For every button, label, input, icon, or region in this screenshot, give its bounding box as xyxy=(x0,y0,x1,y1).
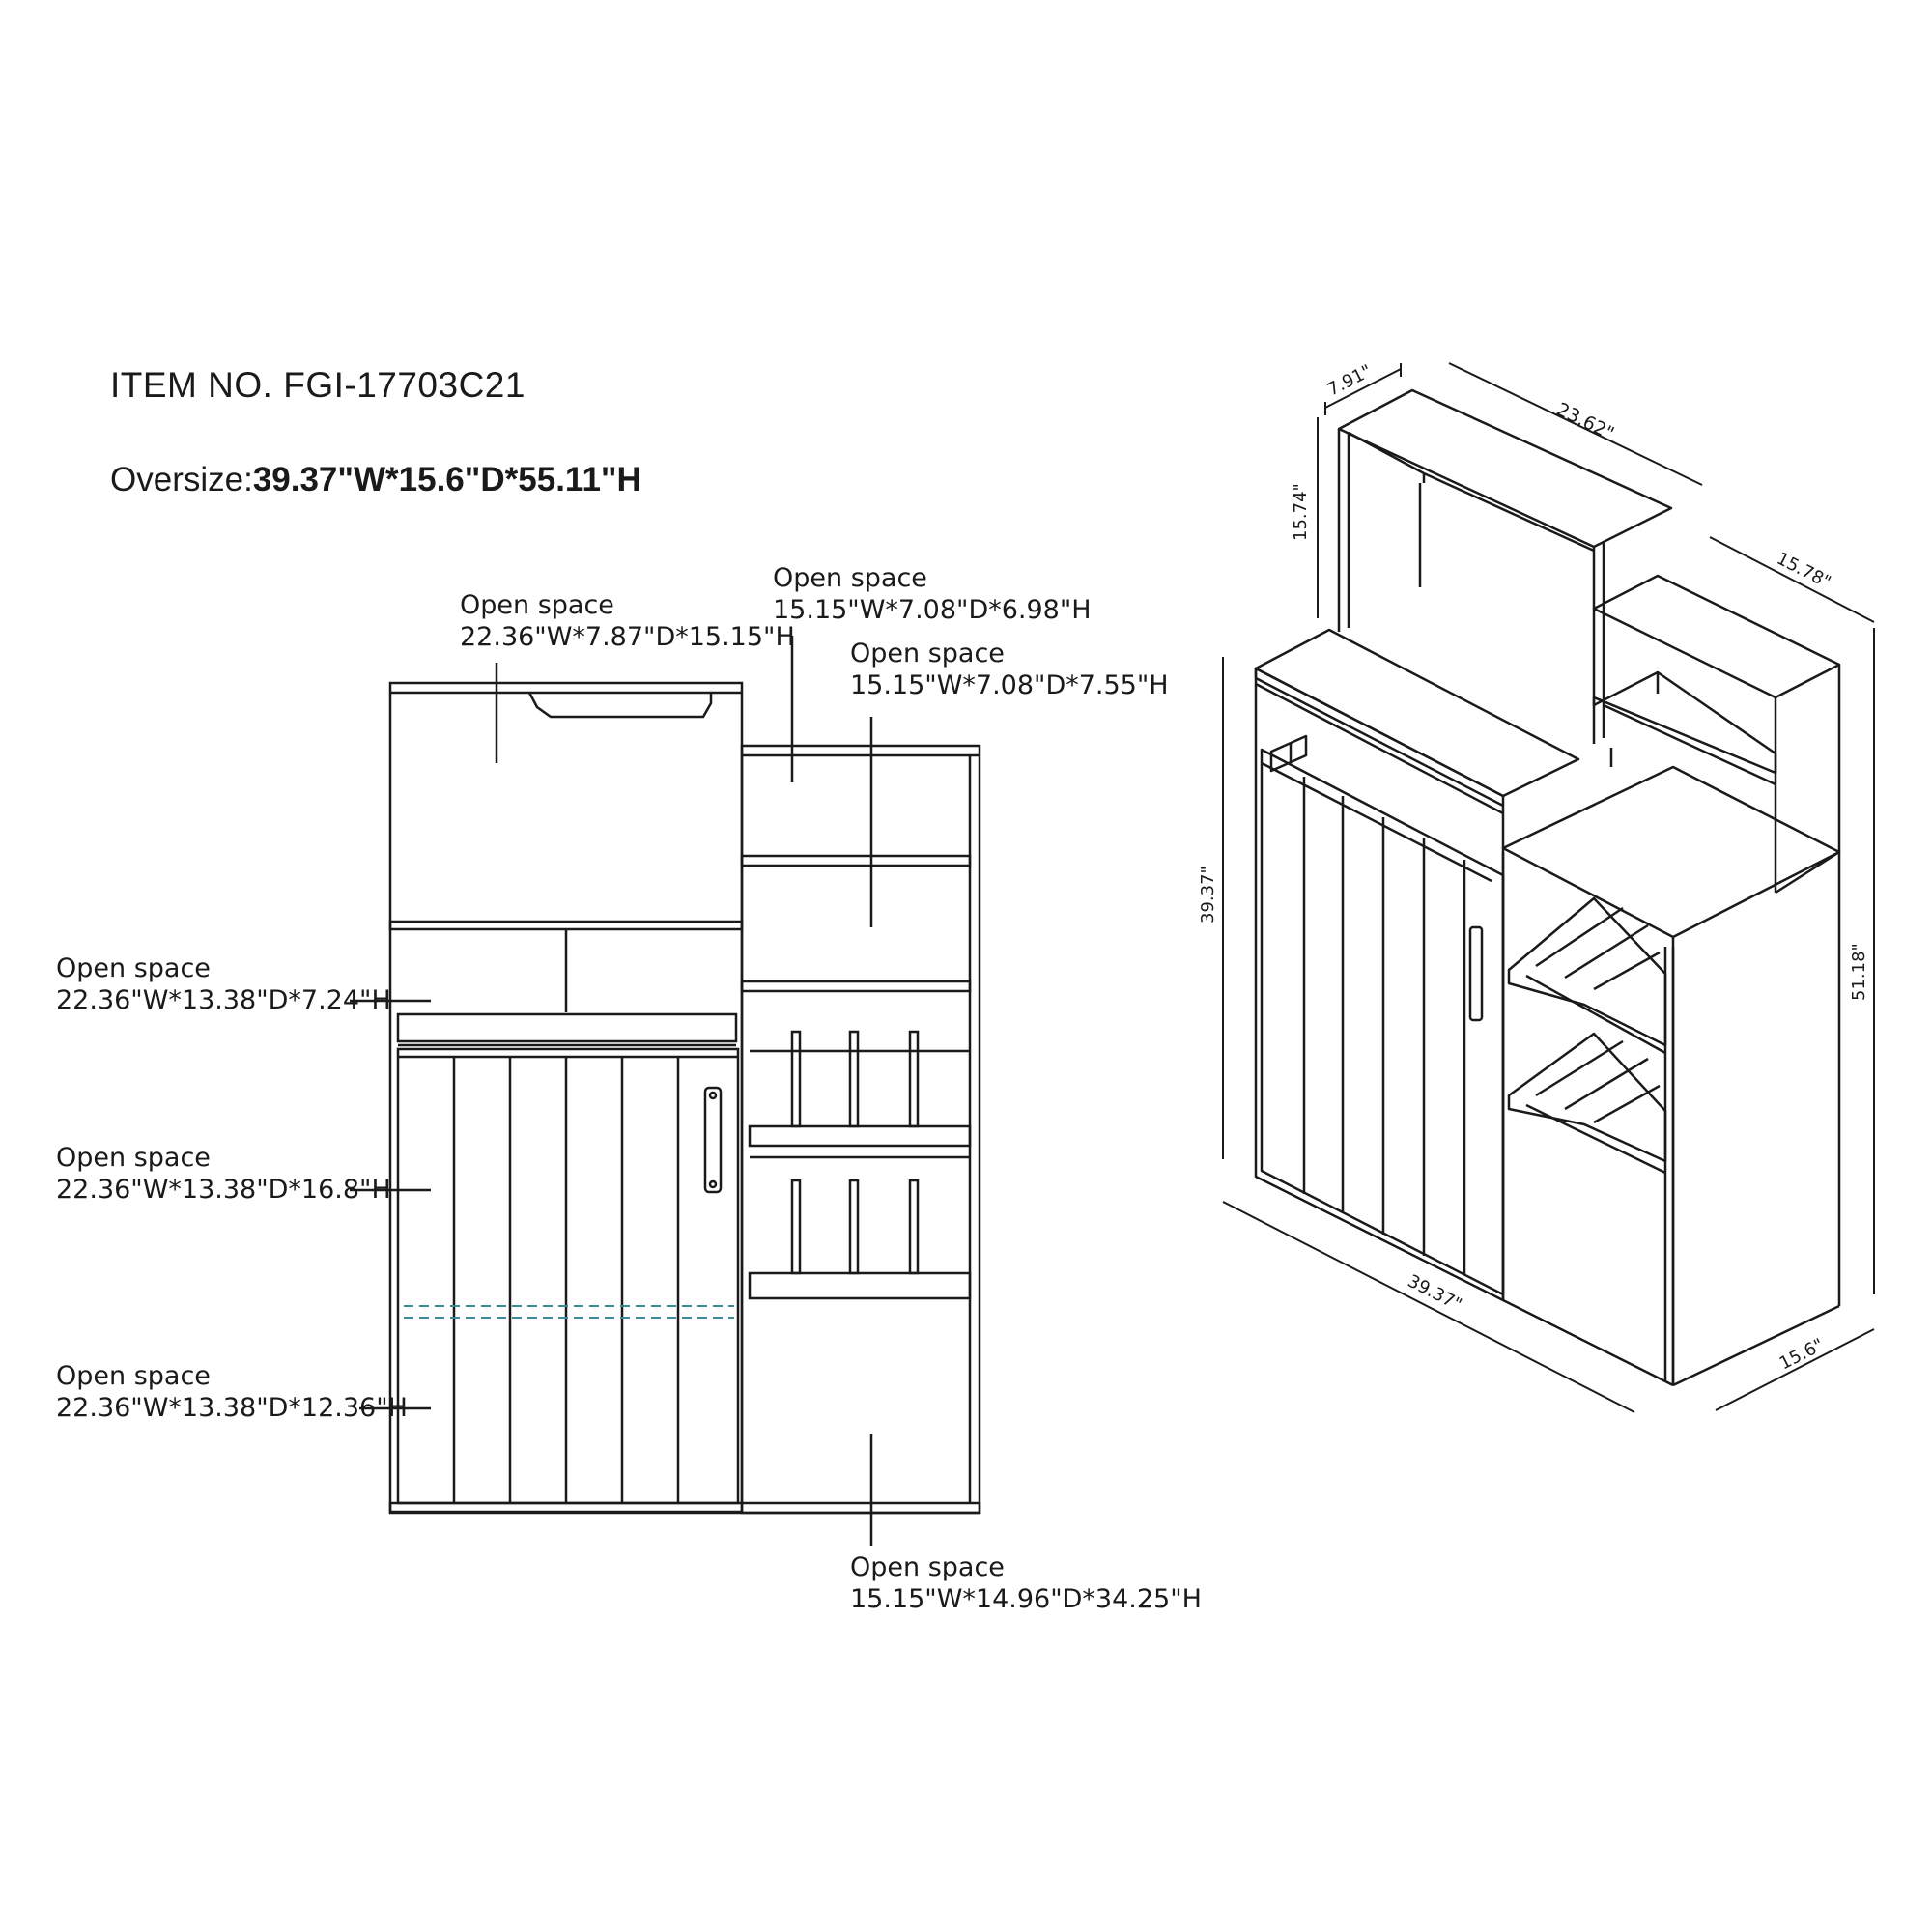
leader-lines xyxy=(350,636,873,1546)
hutch-handle xyxy=(527,692,713,719)
oversize-value: 39.37"W*15.6"D*55.11"H xyxy=(252,461,641,498)
drawer-rail xyxy=(396,1012,738,1043)
wine-rack-lower xyxy=(748,1155,972,1300)
iso-dimension-lines xyxy=(1222,362,1875,1413)
oversize-label: Oversize: xyxy=(110,461,253,498)
right-cabinet-frame xyxy=(740,744,981,1515)
dim-base-height: 39.37" xyxy=(1198,866,1218,923)
item-number: ITEM NO. FGI-17703C21 xyxy=(110,365,526,405)
wine-rack-upper xyxy=(748,1030,972,1148)
iso-side-hutch xyxy=(1592,574,1841,895)
oversize-dimensions: Oversize:39.37"W*15.6"D*55.11"H xyxy=(110,461,641,499)
right-shelf-1 xyxy=(740,854,972,867)
iso-hutch xyxy=(1337,388,1673,744)
iso-base-cabinet xyxy=(1254,628,1580,1302)
right-shelf-2 xyxy=(740,980,972,993)
door-handle xyxy=(703,1086,723,1194)
dim-base-depth: 15.6" xyxy=(1776,1335,1828,1375)
dim-top-width: 23.62" xyxy=(1553,399,1617,444)
dim-total-height: 51.18" xyxy=(1849,943,1869,1001)
iso-right-cabinet xyxy=(1501,765,1841,1387)
dim-hutch-height: 15.74" xyxy=(1291,483,1311,541)
